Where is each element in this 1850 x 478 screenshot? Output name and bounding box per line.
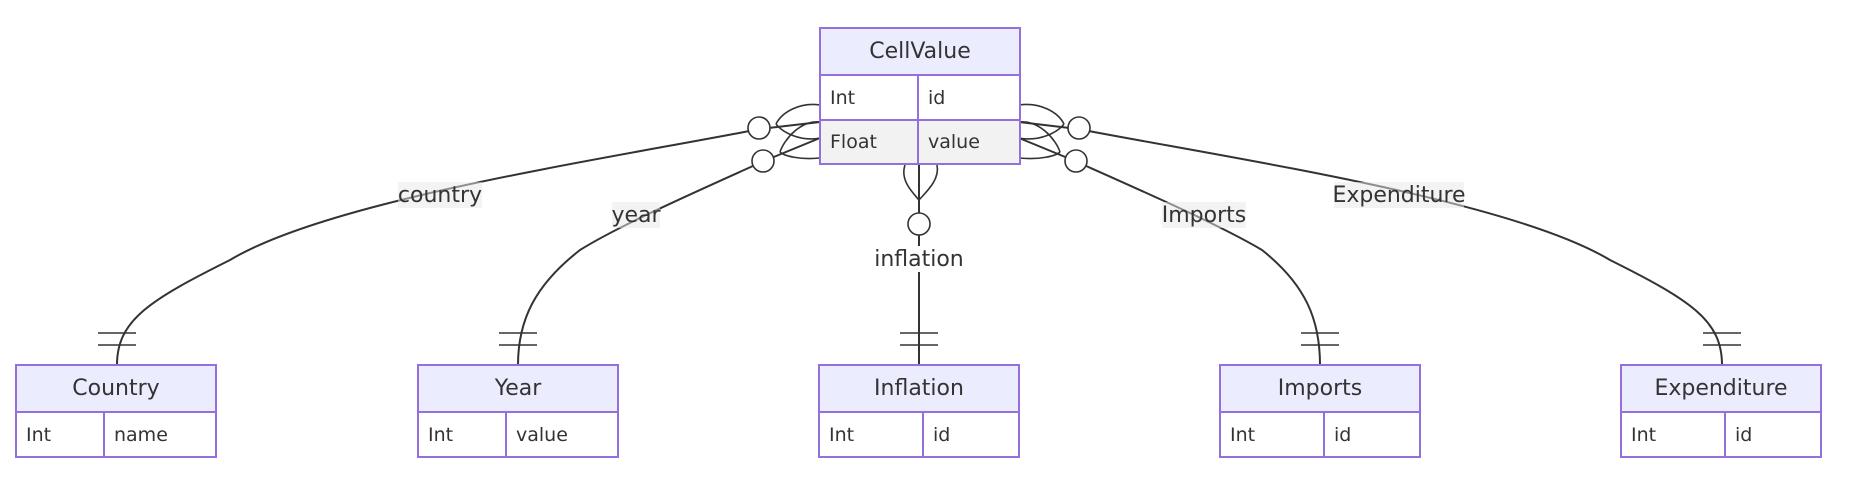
attribute-name: name [114, 424, 168, 446]
zero-circle-year [751, 149, 775, 173]
attribute-type: Int [829, 424, 854, 446]
entity-title: Inflation [874, 376, 964, 401]
attribute-row [819, 74, 1021, 121]
attribute-row [819, 119, 1021, 165]
entity-title: CellValue [869, 39, 971, 64]
relation-line-imports[interactable] [1018, 137, 1321, 366]
entity-inflation[interactable]: Inflation Int id [818, 364, 1020, 458]
relation-label-text: country [398, 183, 482, 208]
entity-title: Country [72, 376, 159, 401]
attribute-name: id [1334, 424, 1351, 446]
crow-foot-imports-marker [1018, 121, 1088, 173]
attribute-row [15, 411, 217, 458]
crow-foot-inflation-marker [903, 164, 939, 236]
attribute-name: value [928, 131, 980, 153]
zero-circle-country [747, 116, 771, 140]
crow-foot-expenditure-marker [1018, 103, 1091, 140]
attribute-name: id [933, 424, 950, 446]
relation-line-year[interactable] [517, 137, 821, 366]
cardinality-markers-one [98, 332, 1741, 346]
relation-label-text: Imports [1162, 203, 1246, 228]
entity-header [819, 27, 1021, 76]
relation-label-inflation[interactable]: inflation [872, 246, 966, 272]
entity-title: Expenditure [1654, 376, 1787, 401]
cardinality-markers-many [747, 103, 1091, 236]
relation-line-country[interactable] [116, 121, 821, 366]
one-marker-inflation [900, 332, 938, 346]
attribute-type: Int [428, 424, 453, 446]
entity-header [417, 364, 619, 413]
entity-cellvalue[interactable]: CellValue Int id Float value [819, 27, 1021, 165]
relation-label-country[interactable]: country [398, 182, 482, 208]
crow-foot-year-marker [751, 121, 821, 173]
entity-title: Year [494, 376, 543, 401]
relation-label-expenditure[interactable]: Expenditure [1332, 182, 1466, 208]
relationship-labels: country year inflation Imports Expenditu… [398, 182, 1466, 272]
entity-year[interactable]: Year Int value [417, 364, 619, 458]
crow-foot-country-marker [747, 103, 821, 140]
attribute-type: Int [1230, 424, 1255, 446]
one-marker-expenditure [1703, 332, 1741, 346]
relationship-lines [116, 121, 1723, 366]
attribute-row [818, 411, 1020, 458]
relation-label-text: inflation [874, 247, 964, 272]
attribute-type: Int [830, 87, 855, 109]
attribute-name: id [928, 87, 945, 109]
relation-label-imports[interactable]: Imports [1162, 202, 1246, 228]
attribute-row [1219, 411, 1421, 458]
attribute-name: value [516, 424, 568, 446]
attribute-type: Int [1631, 424, 1656, 446]
one-marker-year [499, 332, 537, 346]
entity-header [15, 364, 217, 413]
entity-country[interactable]: Country Int name [15, 364, 217, 458]
zero-circle-imports [1064, 149, 1088, 173]
attribute-type: Float [830, 131, 877, 153]
one-marker-imports [1301, 332, 1339, 346]
entity-title: Imports [1278, 376, 1362, 401]
zero-circle-inflation [907, 212, 931, 236]
relation-line-expenditure[interactable] [1018, 121, 1723, 366]
relation-label-text: Expenditure [1332, 183, 1465, 208]
attribute-row [1620, 411, 1822, 458]
relation-label-text: year [611, 203, 661, 228]
entity-imports[interactable]: Imports Int id [1219, 364, 1421, 458]
one-marker-country [98, 332, 136, 346]
entity-expenditure[interactable]: Expenditure Int id [1620, 364, 1822, 458]
attribute-type: Int [26, 424, 51, 446]
entity-header [818, 364, 1020, 413]
attribute-name: id [1735, 424, 1752, 446]
attribute-row [417, 411, 619, 458]
relation-label-year[interactable]: year [611, 202, 661, 228]
zero-circle-expenditure [1067, 116, 1091, 140]
